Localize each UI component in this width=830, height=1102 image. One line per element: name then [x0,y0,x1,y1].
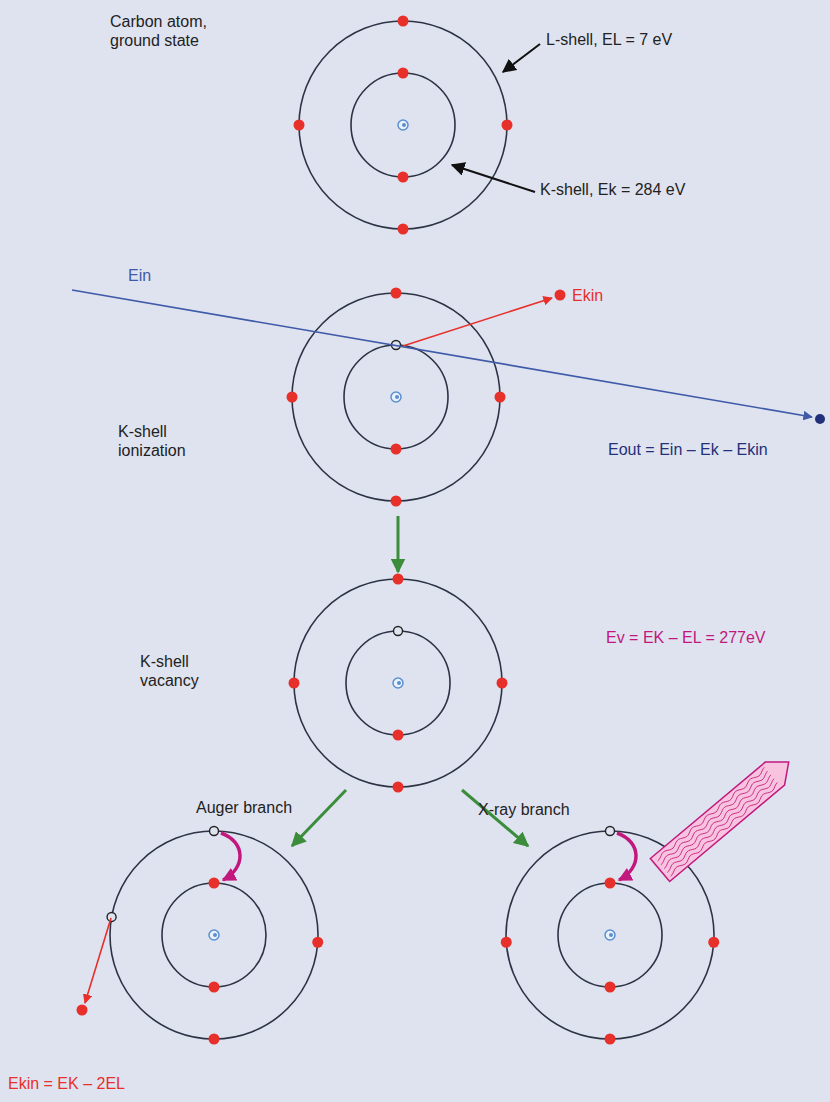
electron [398,172,409,183]
electron [391,444,402,455]
text-label: Ekin = EK – 2EL [8,1074,125,1093]
electron [398,224,409,235]
atom [287,288,506,507]
electron [209,1034,220,1045]
electron [312,937,323,948]
electron-transition [221,833,240,880]
k-shell-orbit [558,883,662,987]
electron [497,678,508,689]
l-shell-orbit [110,831,318,1039]
vacancy [210,827,219,836]
text-label: Ein [128,266,151,285]
nucleus-core [609,933,613,937]
vacancy [394,627,403,636]
electron [502,120,513,131]
nucleus-core [213,933,217,937]
electron-transition [617,833,636,880]
text-label: Auger branch [196,798,292,817]
process-arrow [397,516,400,572]
incident-particle-path [72,290,812,417]
text-label: Carbon atom, ground state [110,12,240,50]
nucleus [391,392,401,402]
electron [391,288,402,299]
text-label: L-shell, EL = 7 eV [546,30,672,49]
electron [393,574,404,585]
electron [391,496,402,507]
nucleus-core [402,123,406,127]
k-shell-orbit [344,345,448,449]
electron [605,1034,616,1045]
k-shell-orbit [346,631,450,735]
text-label: K-shell vacancy [140,652,240,690]
leader-arrow [503,44,540,72]
atom [289,574,508,793]
nucleus-core [395,395,399,399]
ejected-electron [555,290,566,301]
leader-arrow [452,165,535,192]
k-shell-orbit [162,883,266,987]
auger-electron [77,1005,88,1016]
nucleus [393,678,403,688]
scattered-particle [815,414,825,424]
electron [605,982,616,993]
electron [495,392,506,403]
nucleus [605,930,615,940]
text-label: Eout = Ein – Ek – Ekin [608,440,768,459]
l-shell-orbit [294,579,502,787]
nucleus [209,930,219,940]
electron [708,937,719,948]
text-label: X-ray branch [478,800,570,819]
electron [209,982,220,993]
vacancy [606,827,615,836]
electron [294,120,305,131]
electron [289,678,300,689]
atom [107,827,323,1045]
x-ray-photon [650,751,798,882]
process-arrow [292,790,346,846]
l-shell-orbit [299,21,507,229]
text-label: Ev = EK – EL = 277eV [606,628,766,647]
electron [209,878,220,889]
electron [605,878,616,889]
electron [398,16,409,27]
atom [294,16,513,235]
ejected-electron-path [403,298,552,346]
electron [287,392,298,403]
electron [393,782,404,793]
nucleus-core [397,681,401,685]
auger-electron-path [85,918,111,1003]
vacancy [107,912,116,921]
electron [398,68,409,79]
nucleus [398,120,408,130]
electron [393,730,404,741]
text-label: K-shell, Ek = 284 eV [540,180,685,199]
text-label: K-shell ionization [118,422,213,460]
electron [501,937,512,948]
k-shell-orbit [351,73,455,177]
text-label: Ekin [572,286,603,305]
